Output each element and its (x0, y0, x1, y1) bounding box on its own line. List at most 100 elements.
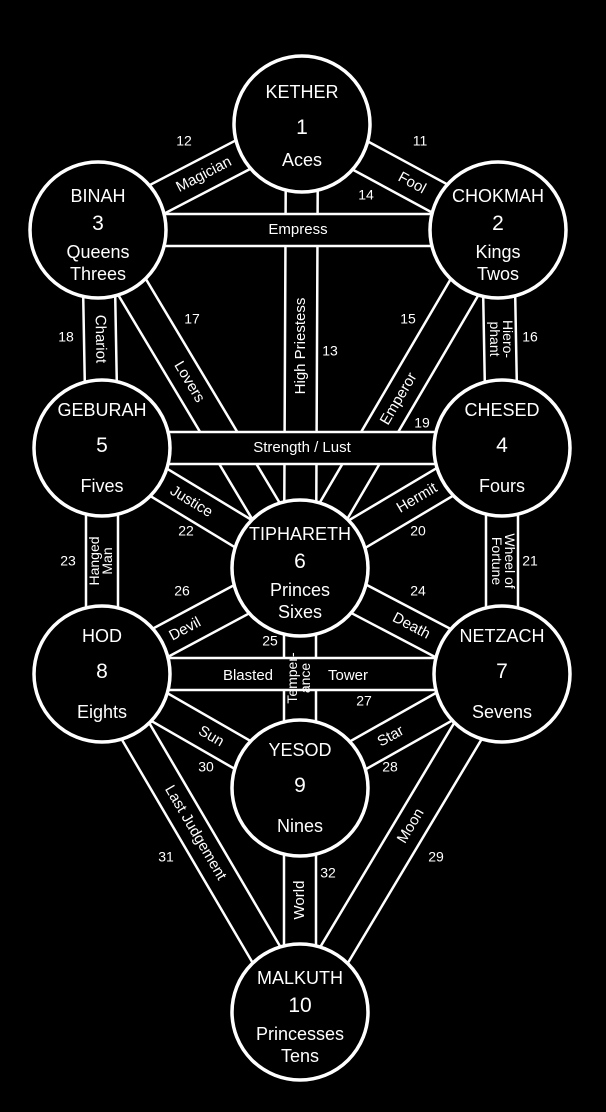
path-label-group-25: Temper-ance (284, 652, 313, 704)
path-number-23: 23 (60, 553, 76, 569)
sephirah-number: 10 (288, 994, 311, 1017)
path-label-13: High Priestess (292, 298, 309, 395)
path-number-14: 14 (358, 187, 374, 203)
path-label-19: Strength / Lust (253, 439, 351, 456)
sephirah-circle (432, 378, 572, 518)
sephirah-attribution: Queens (66, 242, 129, 262)
sephirah-circle (432, 604, 572, 744)
path-label-group-16: Hiero-phant (487, 320, 516, 358)
sephirah-number: 5 (96, 434, 108, 457)
sephirah-attribution: Princesses (256, 1024, 344, 1044)
path-label-25: Temper- (284, 652, 300, 704)
path-number-15: 15 (400, 311, 416, 327)
path-label-21: Wheel of (502, 533, 518, 588)
path-label-27: Tower (328, 667, 368, 684)
path-label-27: Blasted (223, 667, 273, 684)
sephirah-number: 8 (96, 660, 108, 683)
sephirah-circle (230, 942, 370, 1082)
path-number-29: 29 (428, 849, 444, 865)
path-number-16: 16 (522, 329, 538, 345)
path-label-32: World (291, 881, 308, 920)
path-number-19: 19 (414, 415, 430, 431)
path-label-23: Hanged (86, 536, 102, 585)
path-number-25: 25 (262, 633, 278, 649)
sephirah-circle (230, 498, 370, 638)
sephirah-attribution: Aces (282, 150, 322, 170)
path-number-22: 22 (178, 523, 194, 539)
path-label-14: Empress (268, 221, 327, 238)
sephirah-attribution: Sevens (472, 702, 532, 722)
path-number-13: 13 (322, 343, 338, 359)
sephirah-circle (28, 160, 168, 300)
sephirah-attribution: Eights (77, 702, 127, 722)
path-numbers: 1112131415161718192021222324252627282930… (58, 133, 538, 881)
path-number-26: 26 (174, 583, 190, 599)
path-number-32: 32 (320, 865, 336, 881)
path-label-21: Fortune (489, 537, 505, 585)
path-number-17: 17 (184, 311, 200, 327)
sephirah-number: 1 (296, 116, 308, 139)
path-number-11: 11 (413, 133, 428, 149)
path-label-16: Hiero- (500, 320, 516, 358)
sephirah-number: 7 (496, 660, 508, 683)
sephirah-number: 6 (294, 550, 306, 573)
path-label-group-18: Chariot (92, 315, 110, 365)
sephirah-name: GEBURAH (57, 400, 146, 420)
sephirah-circle (32, 378, 172, 518)
path-label-23: Man (99, 547, 115, 574)
sephirah-circle (428, 160, 568, 300)
sephirah-name: BINAH (70, 186, 125, 206)
path-number-31: 31 (158, 849, 174, 865)
path-number-24: 24 (410, 583, 426, 599)
sephirah-number: 9 (294, 774, 306, 797)
sephiroth-circles: KETHER1AcesCHOKMAH2KingsTwosBINAH3Queens… (28, 54, 572, 1082)
sephirah-circle (230, 718, 370, 858)
sephirah-name: HOD (82, 626, 122, 646)
path-label-group-32: World (291, 881, 308, 920)
sephirah-name: YESOD (268, 740, 331, 760)
path-label-group-13: High Priestess (292, 298, 309, 395)
path-label-group-14: Empress (268, 221, 327, 238)
path-number-21: 21 (522, 553, 538, 569)
path-label-25: ance (297, 663, 313, 694)
sephirah-number: 2 (492, 212, 504, 235)
sephirah-circle (32, 604, 172, 744)
sephirah-name: NETZACH (460, 626, 545, 646)
sephirah-attribution: Nines (277, 816, 323, 836)
path-number-30: 30 (198, 759, 214, 775)
sephirah-name: CHOKMAH (452, 186, 544, 206)
path-label-18: Chariot (92, 315, 110, 365)
sephirah-name: MALKUTH (257, 968, 343, 988)
path-number-12: 12 (176, 133, 192, 149)
sephirah-attribution: Fours (479, 476, 525, 496)
sephirah-attribution: Twos (477, 264, 519, 284)
path-label-group-19: Strength / Lust (253, 439, 351, 456)
sephirah-attribution: Princes (270, 580, 330, 600)
path-number-20: 20 (410, 523, 426, 539)
sephirah-attribution: Kings (475, 242, 520, 262)
sephirah-circle (232, 54, 372, 194)
path-number-18: 18 (58, 329, 74, 345)
path-number-28: 28 (382, 759, 398, 775)
sephirah-attribution: Fives (80, 476, 123, 496)
path-number-27: 27 (356, 693, 372, 709)
sephirah-name: CHESED (464, 400, 539, 420)
path-label-16: phant (487, 321, 503, 356)
sephirah-attribution: Tens (281, 1046, 319, 1066)
sephirah-attribution: Sixes (278, 602, 322, 622)
sephirah-name: TIPHARETH (249, 524, 351, 544)
sephirah-number: 3 (92, 212, 104, 235)
sephirah-number: 4 (496, 434, 508, 457)
